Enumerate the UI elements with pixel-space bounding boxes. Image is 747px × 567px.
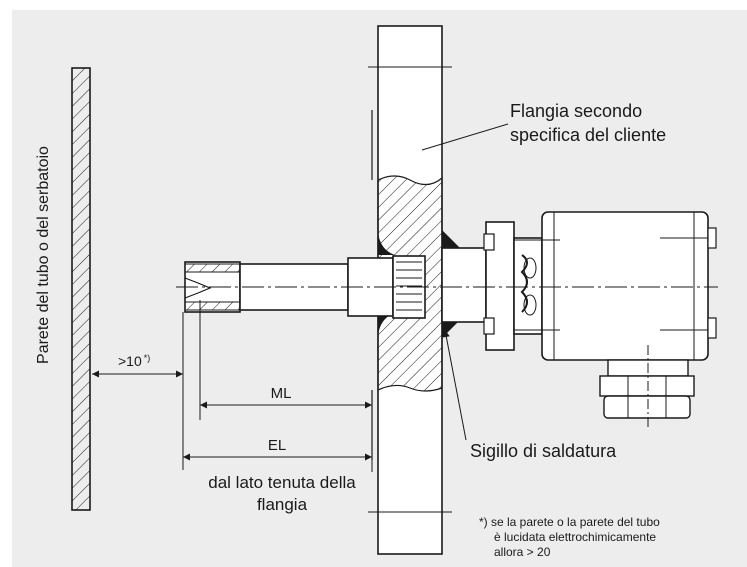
footnote-line3: allora > 20	[494, 545, 551, 559]
gap-dimension-value: >10	[118, 353, 142, 369]
center-axis	[176, 286, 718, 428]
leader-lines	[421, 123, 509, 441]
weld-seal-label: Sigillo di saldatura	[470, 441, 617, 461]
flange-label-line2: specifica del cliente	[510, 125, 666, 145]
ml-dimension-label: ML	[271, 385, 292, 402]
gap-dimension-label: >10*)	[118, 353, 150, 369]
gap-footnote-marker: *)	[144, 353, 151, 363]
vessel-wall	[71, 67, 91, 511]
flange-label-line1: Flangia secondo	[510, 101, 642, 121]
footnote-line1: *) se la parete o la parete del tubo	[479, 515, 660, 529]
footnote-line2: è lucidata elettrochimicamente	[494, 530, 656, 544]
weld-seams	[378, 230, 460, 338]
housing	[483, 211, 717, 419]
el-dimension-label: EL	[268, 437, 286, 454]
flange-side-label-line1: dal lato tenuta della	[208, 473, 356, 492]
flange-side-label-line2: flangia	[257, 495, 308, 514]
wall-label: Parete del tubo o del serbatoio	[35, 146, 52, 364]
dimension-lines	[92, 300, 373, 472]
